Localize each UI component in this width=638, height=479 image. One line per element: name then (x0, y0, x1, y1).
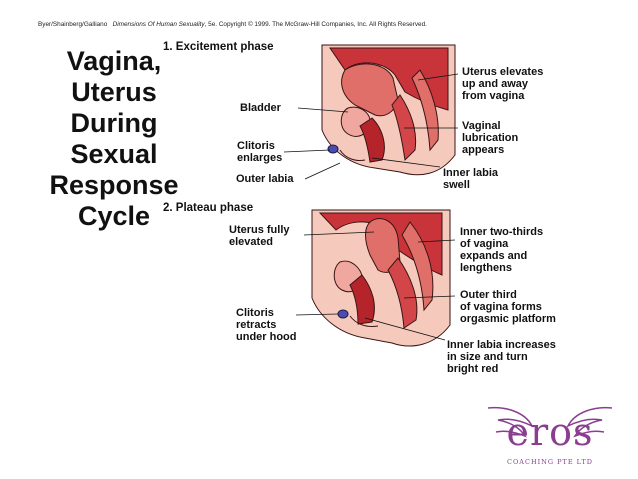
copyright-line: Byer/Shainberg/Galliano Dimensions Of Hu… (38, 21, 598, 28)
title-line: During (70, 108, 158, 138)
label-line: elevated (229, 236, 274, 248)
label-line: Outer labia (236, 173, 294, 185)
label-line: Inner labia (443, 167, 499, 179)
label-line: lengthens (460, 262, 512, 274)
slide-title: Vagina, Uterus During Sexual Response Cy… (34, 46, 194, 232)
label-line: Bladder (240, 102, 281, 114)
excitement-illustration (321, 44, 456, 176)
label-line: of vagina (460, 238, 509, 250)
label-line: appears (462, 144, 505, 156)
label-line: up and away (462, 78, 529, 90)
logo-subtitle: COACHING PTE LTD (506, 458, 593, 466)
copyright-book: Dimensions Of Human Sexuality (112, 21, 205, 28)
label-line: Uterus elevates (462, 66, 544, 78)
logo-word: eros (506, 410, 594, 454)
label-line: enlarges (237, 152, 283, 164)
title-line: Cycle (77, 201, 151, 231)
label-inner-labia-increases: Inner labia increases in size and turn b… (447, 339, 556, 375)
label-inner-two-thirds: Inner two-thirds of vagina expands and l… (460, 226, 543, 274)
label-line: lubrication (462, 132, 519, 144)
label-line: under hood (236, 331, 297, 343)
label-line: Inner two-thirds (460, 226, 544, 238)
label-line: Clitoris (236, 307, 274, 319)
label-line: Uterus fully (229, 224, 290, 236)
label-line: in size and turn (447, 351, 528, 363)
label-line: orgasmic platform (460, 313, 556, 325)
label-clitoris-retracts: Clitoris retracts under hood (236, 307, 297, 343)
label-line: from vagina (462, 90, 525, 102)
title-line: Vagina, (66, 46, 162, 76)
plateau-illustration (311, 209, 451, 347)
label-line: bright red (447, 363, 499, 375)
wings-icon (487, 406, 613, 438)
label-line: swell (443, 179, 470, 191)
label-inner-labia-swell: Inner labia swell (443, 167, 498, 191)
title-line: Response (49, 170, 179, 200)
eros-logo: eros COACHING PTE LTD (470, 400, 630, 475)
title-line: Uterus (71, 77, 157, 107)
label-line: retracts (236, 319, 277, 331)
label-uterus-elevates: Uterus elevates up and away from vagina (462, 66, 543, 102)
copyright-rest: , 5e. Copyright © 1999. The McGraw-Hill … (204, 21, 427, 28)
label-line: expands and (460, 250, 528, 262)
label-line: Outer third (460, 289, 517, 301)
leader-lines (283, 73, 459, 341)
label-line: of vagina forms (460, 301, 542, 313)
label-outer-labia: Outer labia (236, 173, 293, 185)
title-line: Sexual (70, 139, 158, 169)
copyright-authors: Byer/Shainberg/Galliano (38, 21, 108, 28)
label-line: Clitoris (237, 140, 275, 152)
label-bladder: Bladder (240, 102, 281, 114)
label-vaginal-lubrication: Vaginal lubrication appears (462, 120, 518, 156)
label-outer-third: Outer third of vagina forms orgasmic pla… (460, 289, 556, 325)
label-line: Vaginal (462, 120, 501, 132)
label-uterus-fully-elevated: Uterus fully elevated (229, 224, 290, 248)
plateau-phase-heading: 2. Plateau phase (163, 202, 254, 214)
label-clitoris-enlarges: Clitoris enlarges (237, 140, 282, 164)
excitement-phase-heading: 1. Excitement phase (163, 41, 274, 53)
label-line: Inner labia increases (447, 339, 556, 351)
